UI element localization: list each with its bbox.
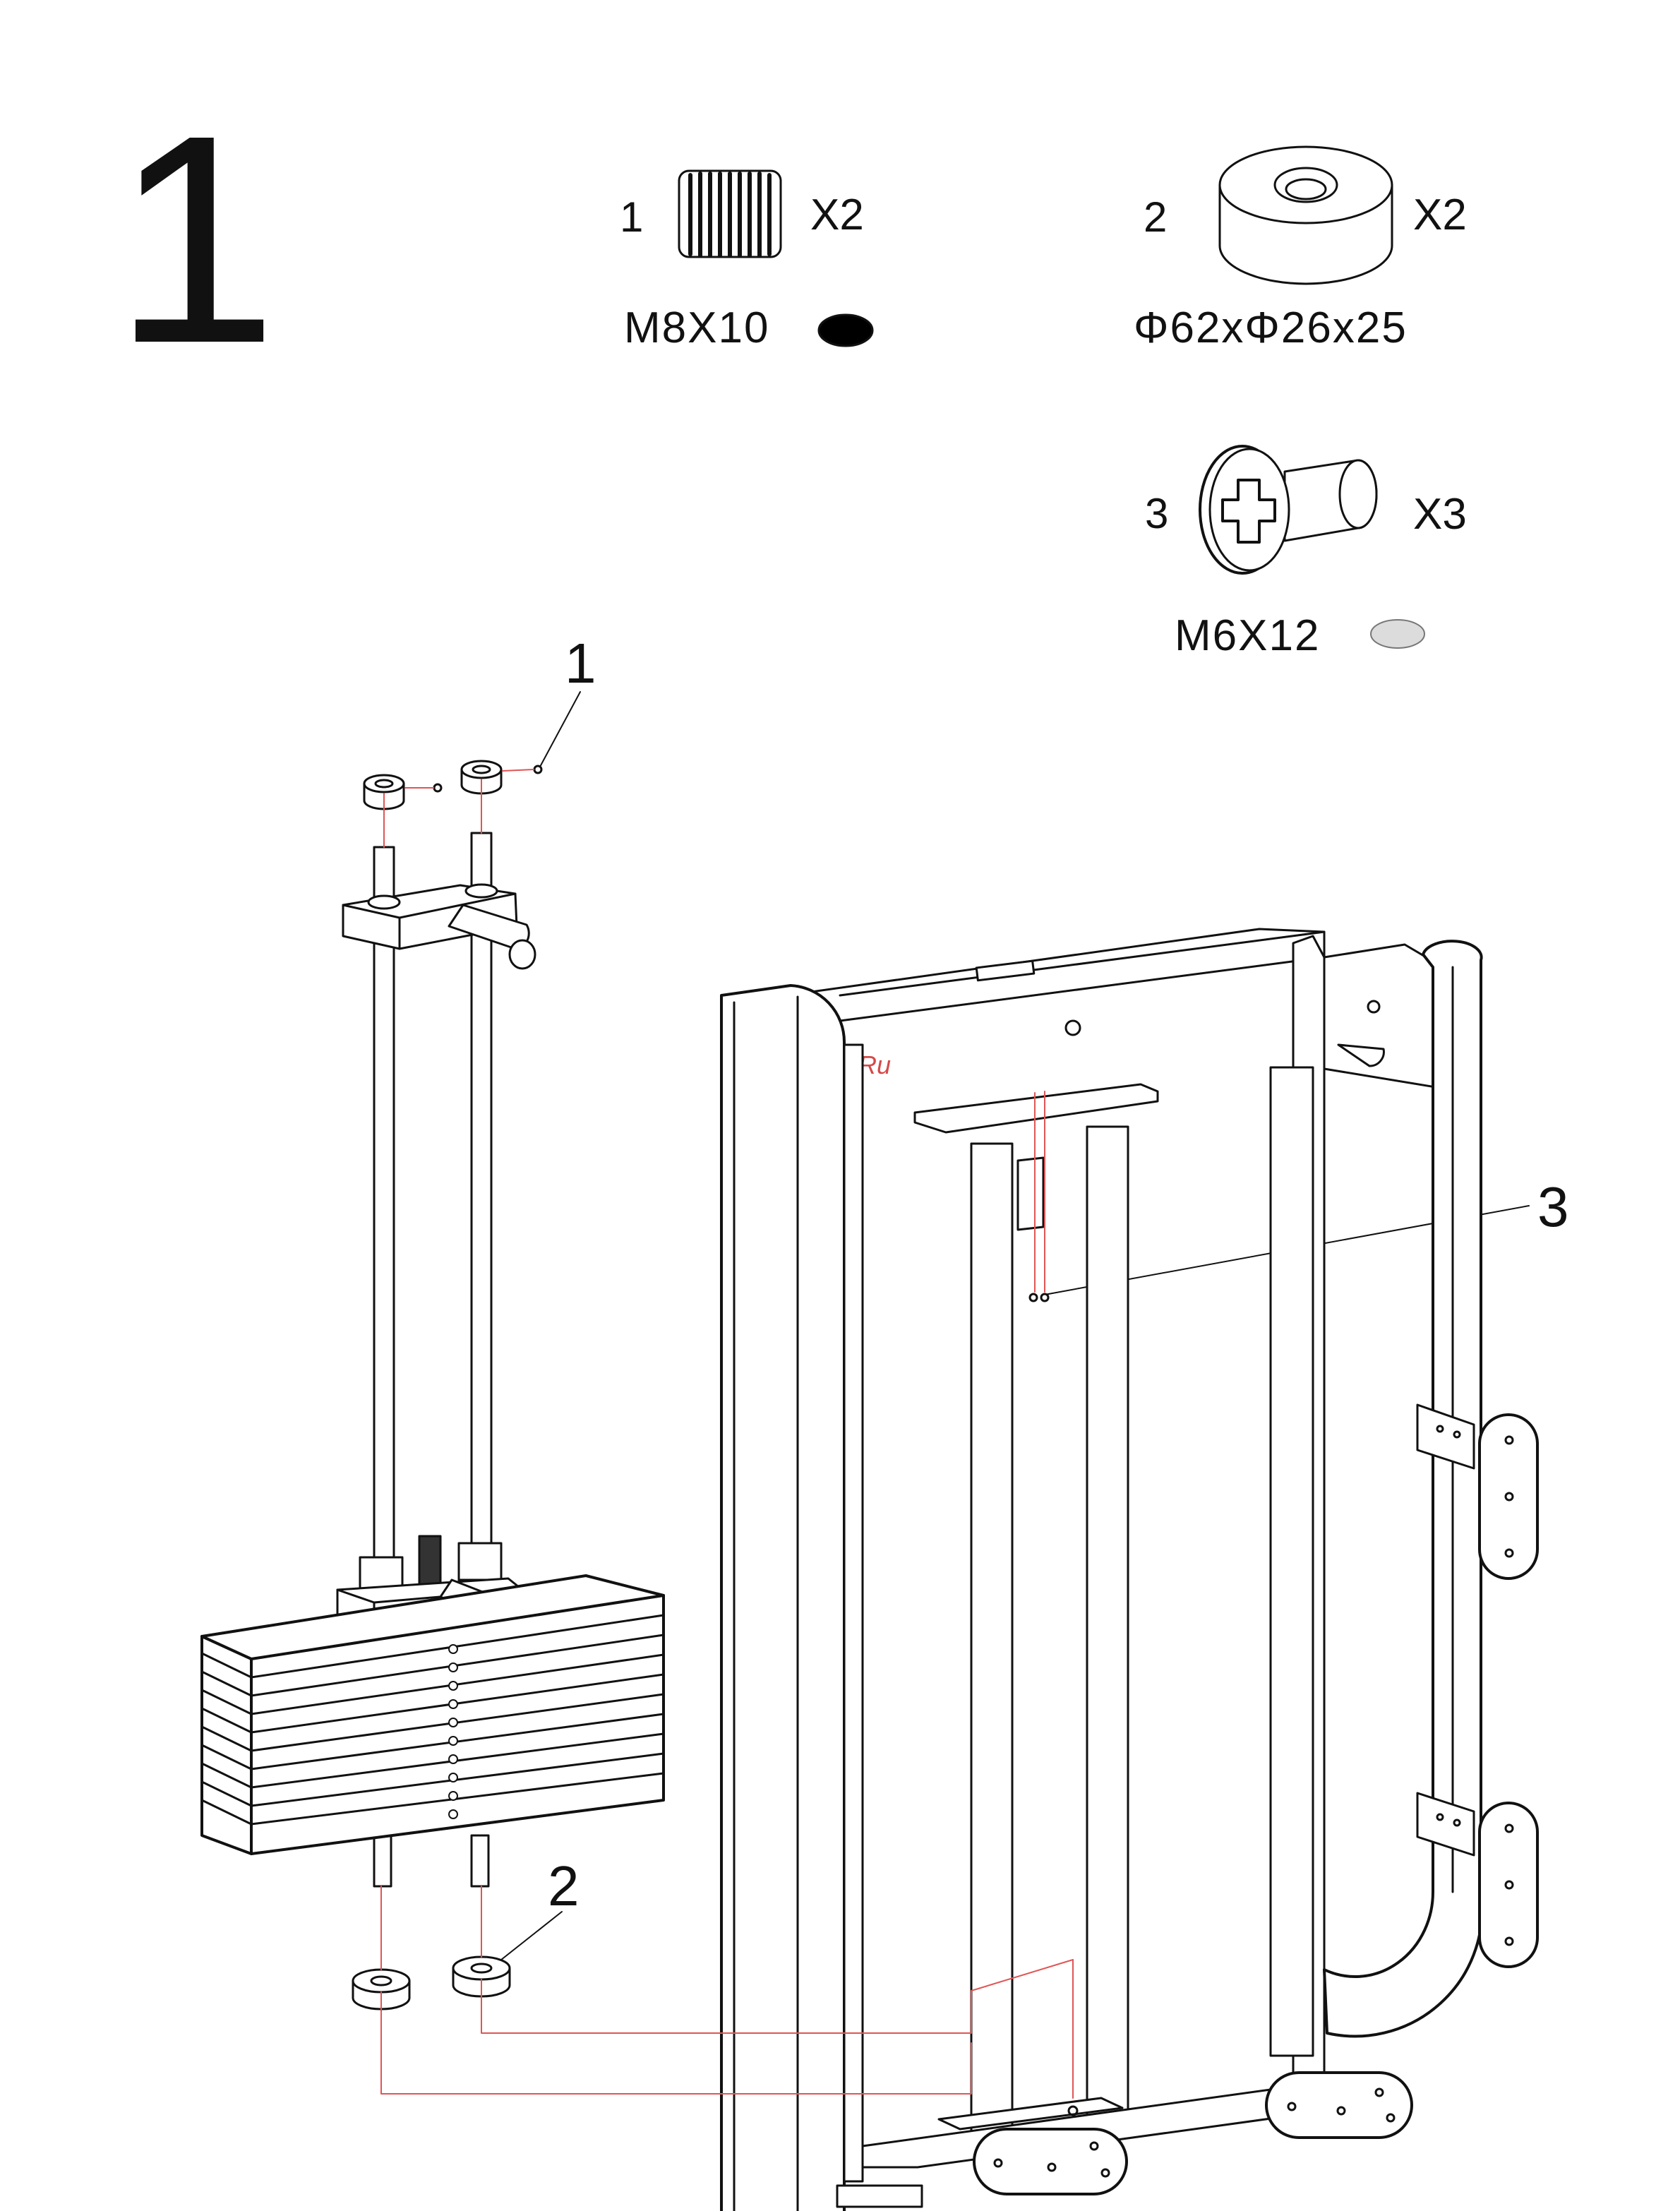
part-1-swatch — [819, 315, 872, 346]
rubber-bumper-icon — [1220, 147, 1392, 284]
base-pad-right — [1266, 2073, 1412, 2138]
base-pad-left — [974, 2129, 1127, 2194]
part-3-swatch — [1371, 620, 1424, 648]
main-frame — [721, 929, 1537, 2211]
top-bushings — [364, 761, 541, 809]
weight-stack-assembly — [202, 761, 664, 2009]
weight-plates — [202, 1576, 664, 1854]
bottom-bumpers — [353, 1957, 510, 2009]
set-screw-icon — [679, 171, 781, 257]
phillips-bolt-icon — [1200, 446, 1376, 573]
